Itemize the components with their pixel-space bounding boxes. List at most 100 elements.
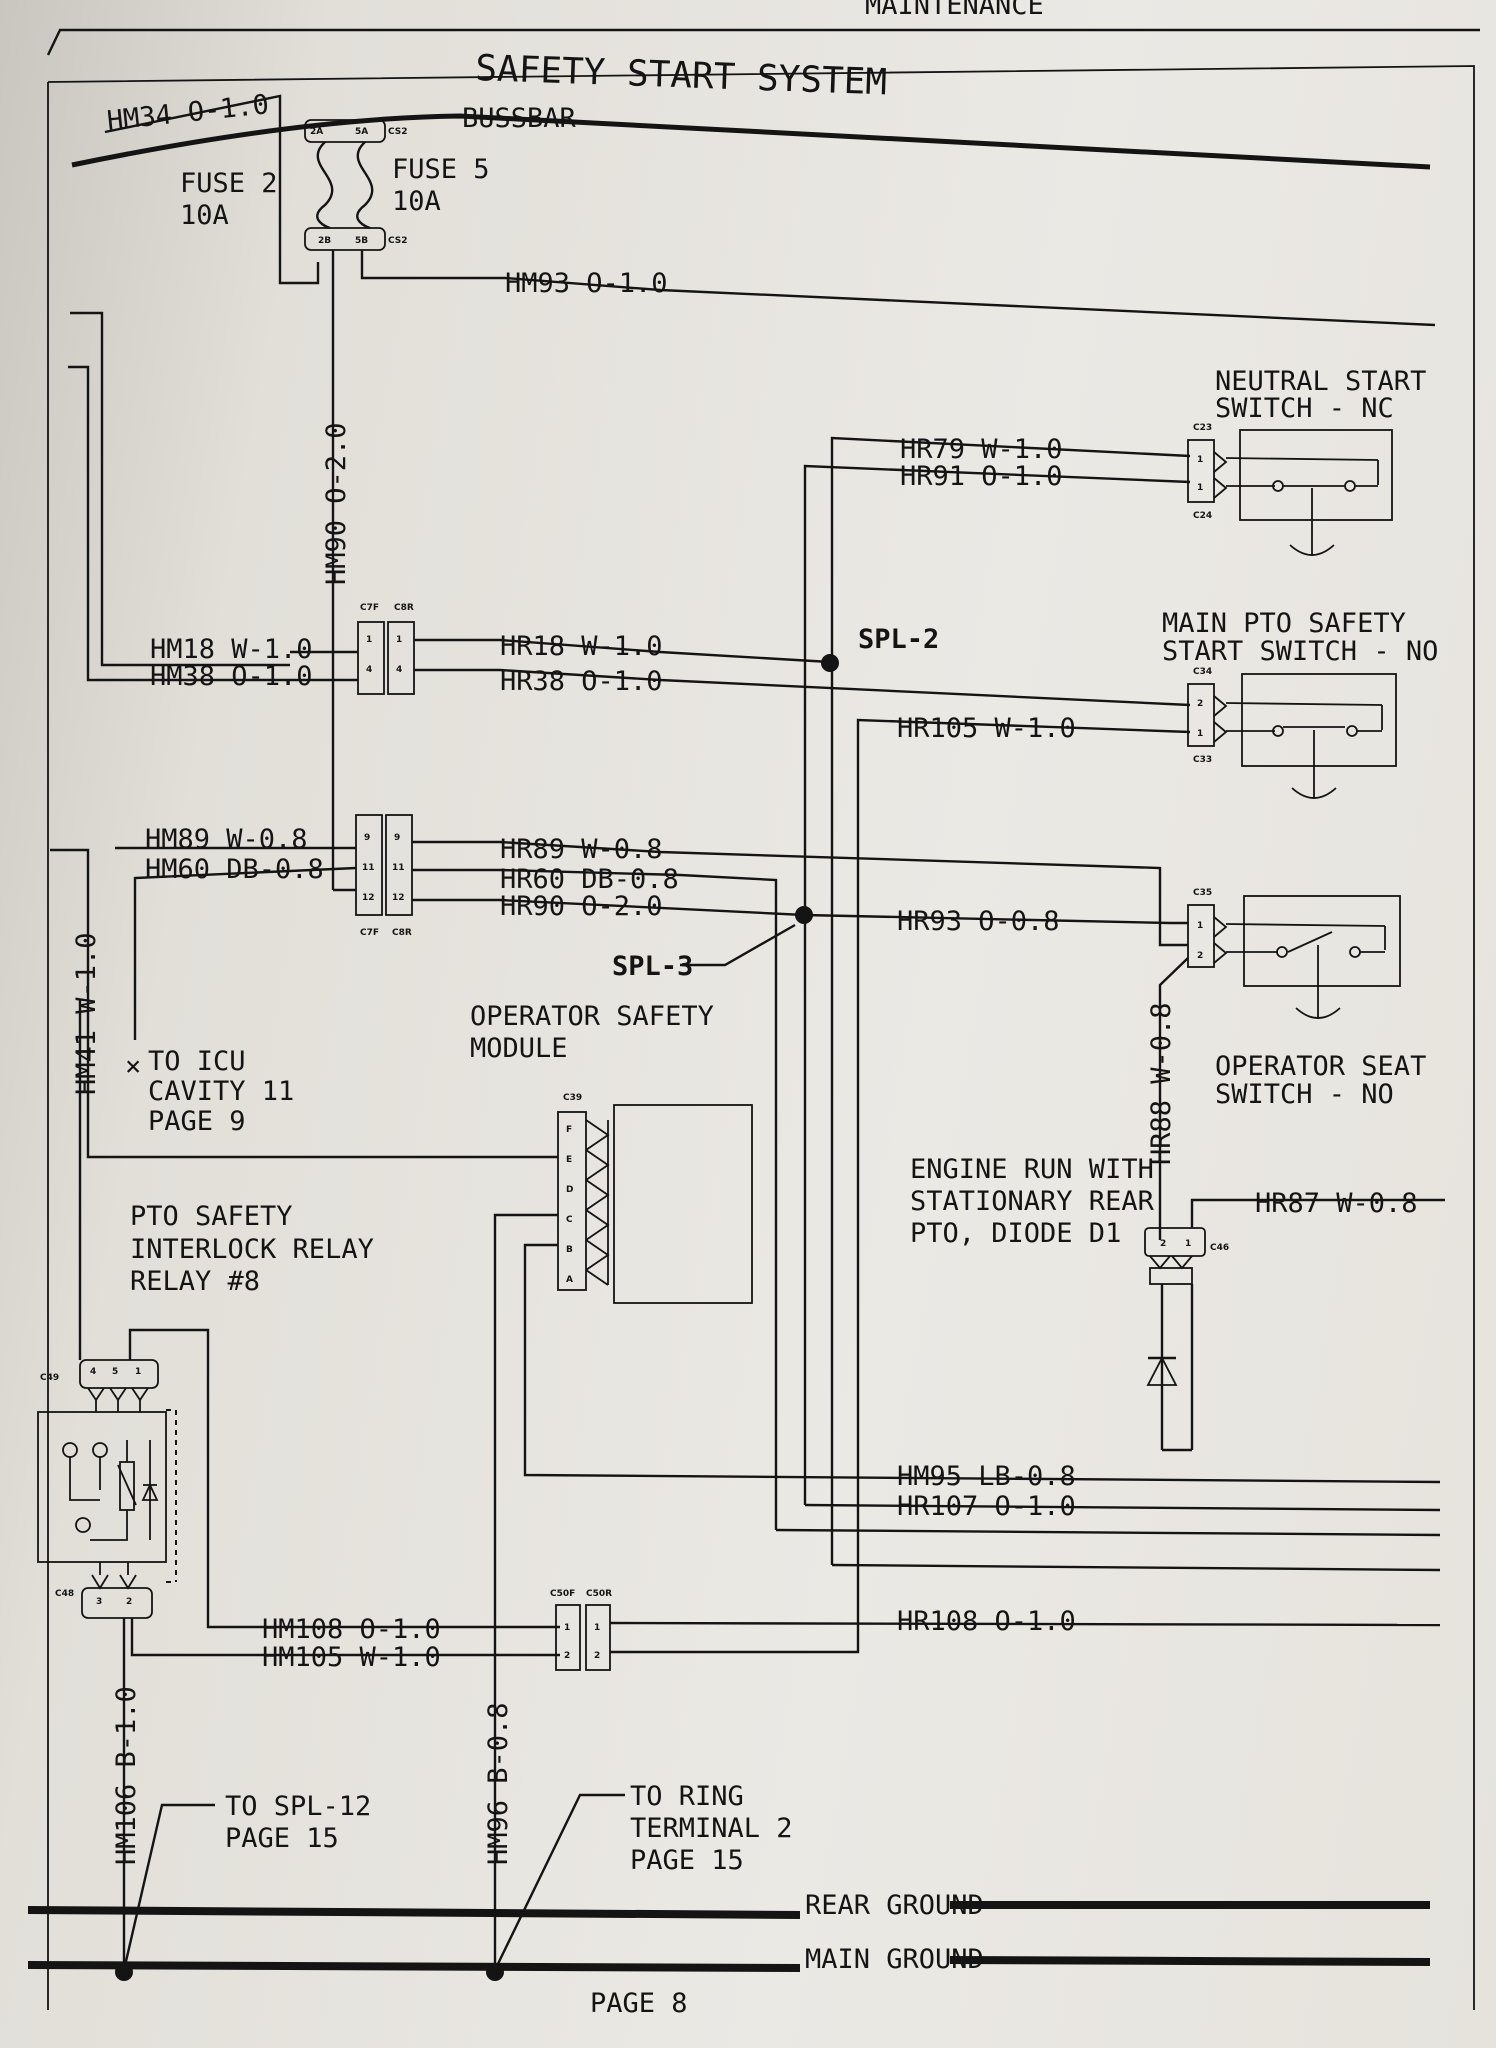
pin-d1-2: 2 [1160, 1239, 1166, 1249]
pin-11a: 11 [362, 863, 375, 873]
label-hr60: HR60 DB-0.8 [500, 864, 679, 895]
to-icu-2: CAVITY 11 [148, 1076, 294, 1107]
ground-splice-right [486, 1963, 504, 1981]
to-icu-1: TO ICU [148, 1046, 246, 1077]
conn-c24: C24 [1193, 511, 1212, 521]
pin-pto-1: 1 [1197, 729, 1203, 739]
main-pto-title-2: START SWITCH - NO [1162, 636, 1438, 667]
conn-c7f-a: C7F [360, 603, 379, 613]
operator-seat-switch: 1 2 C35 [1187, 888, 1401, 1019]
outer-frame [46, 28, 1480, 56]
to-ring-leader [493, 1793, 625, 1971]
engine-run-3: PTO, DIODE D1 [910, 1218, 1121, 1249]
wire-hr105-return [610, 1620, 860, 1654]
conn-c7f-b: C7F [360, 928, 379, 938]
header-section: MAINTENANCE [865, 0, 1044, 21]
wire-hr105 [856, 718, 1191, 1620]
to-ring-3: PAGE 15 [630, 1845, 744, 1876]
label-hm34: HM34 O-1.0 [105, 89, 270, 137]
label-hm18: HM18 W-1.0 [150, 634, 313, 665]
pin-neutral-2: 1 [1197, 483, 1203, 493]
to-spl12-leader [122, 1803, 215, 1971]
label-hr88: HR88 W-0.8 [1146, 1002, 1177, 1165]
conn-c33: C33 [1193, 755, 1212, 765]
diode-d1: 2 1 C46 [1144, 1227, 1229, 1452]
label-hm38: HM38 O-1.0 [150, 661, 313, 692]
to-icu-3: PAGE 9 [148, 1106, 246, 1137]
pin-relay-2: 2 [126, 1597, 132, 1607]
to-icu-cross: × [125, 1051, 141, 1082]
pin-c50-2b: 2 [594, 1651, 600, 1661]
operator-seat-title-1: OPERATOR SEAT [1215, 1051, 1426, 1082]
main-pto-safety-switch: 2 1 C34 C33 [1187, 667, 1397, 799]
wire-hr93 [803, 913, 1188, 925]
label-hr105: HR105 W-1.0 [897, 713, 1076, 744]
label-hr90: HR90 O-2.0 [500, 891, 663, 922]
pin-d: D [566, 1185, 573, 1195]
wire-hm95 [523, 1243, 1441, 1484]
spl3-leader [680, 923, 796, 967]
label-hr107: HR107 O-1.0 [897, 1491, 1076, 1522]
wire-extra [831, 1563, 1441, 1572]
engine-run-2: STATIONARY REAR [910, 1186, 1155, 1217]
conn-c39: C39 [563, 1093, 582, 1103]
pin-9b: 9 [394, 833, 400, 843]
pin-1b: 1 [396, 635, 402, 645]
wire-hr60 [412, 868, 778, 912]
label-hm90: HM90 O-2.0 [321, 422, 352, 585]
wire-hm108 [128, 1328, 560, 1629]
wire-hr79 [830, 436, 1191, 1565]
page-number: PAGE 8 [590, 1988, 688, 2019]
label-hm41: HM41 W-1.0 [71, 932, 102, 1095]
to-spl12-2: PAGE 15 [225, 1823, 339, 1854]
fuse2-name: FUSE 2 [180, 168, 278, 199]
pto-relay-title-1: PTO SAFETY [130, 1201, 293, 1232]
ground-splice-left [115, 1963, 133, 1981]
wire-hm38-feed [68, 365, 290, 682]
main-ground-label: MAIN GROUND [805, 1944, 984, 1975]
pin-seat-2: 2 [1197, 951, 1203, 961]
pto-interlock-relay: 4 5 1 C49 3 2 C48 [37, 1359, 177, 1619]
wire-hr87 [1190, 1198, 1445, 1228]
pto-relay-title-3: RELAY #8 [130, 1266, 260, 1297]
neutral-start-switch: 1 1 C23 C24 [1187, 423, 1393, 556]
fuse5-rating: 10A [392, 186, 441, 217]
conn-c8r-a: C8R [394, 603, 414, 613]
label-hm96: HM96 B-0.8 [483, 1702, 514, 1865]
wire-hm41-top [50, 848, 558, 1159]
rear-ground-bar-left [27, 1906, 801, 1919]
label-hr79: HR79 W-1.0 [900, 434, 1063, 465]
pin-12a: 12 [362, 893, 375, 903]
pin-c50-2a: 2 [564, 1651, 570, 1661]
conn-2a: 2A [310, 127, 323, 137]
pin-4b: 4 [396, 665, 402, 675]
operator-module-title-1: OPERATOR SAFETY [470, 1001, 714, 1032]
conn-2b: 2B [318, 236, 331, 246]
label-hm60: HM60 DB-0.8 [145, 854, 324, 885]
wire-hm60 [133, 866, 357, 1040]
operator-seat-title-2: SWITCH - NO [1215, 1079, 1394, 1110]
main-ground-bar-right [949, 1956, 1431, 1966]
rear-ground-label: REAR GROUND [805, 1890, 984, 1921]
pin-relay-3: 3 [96, 1597, 102, 1607]
label-hm95: HM95 LB-0.8 [897, 1461, 1076, 1492]
conn-c50f: C50F [550, 1589, 575, 1599]
pin-relay-4: 4 [90, 1367, 96, 1377]
wire-hr107 [804, 1503, 1441, 1512]
connector-c7f-lower: 9 9 11 11 12 12 C7F C8R [355, 814, 413, 938]
pin-c50-1b: 1 [594, 1623, 600, 1633]
wire-hm93 [360, 250, 1436, 327]
splice-spl2 [821, 654, 839, 672]
conn-5a: 5A [355, 127, 368, 137]
wire-hm105 [130, 1618, 560, 1657]
inner-frame [47, 65, 1475, 2010]
conn-c23: C23 [1193, 423, 1212, 433]
engine-run-1: ENGINE RUN WITH [910, 1154, 1154, 1185]
wire-hr108 [609, 1621, 1441, 1627]
wire-hr38 [414, 668, 1191, 707]
label-hr91: HR91 O-1.0 [900, 461, 1063, 492]
pin-neutral-1: 1 [1197, 455, 1203, 465]
label-spl3: SPL-3 [612, 951, 693, 982]
label-hr89: HR89 W-0.8 [500, 834, 663, 865]
